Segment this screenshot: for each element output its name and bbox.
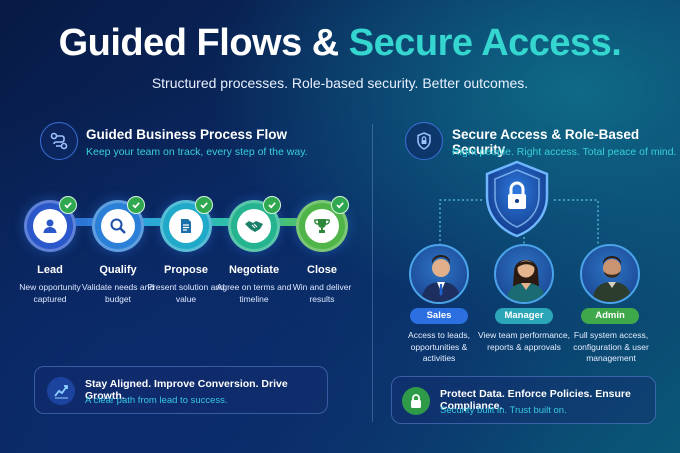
step-label-close: Close xyxy=(307,264,337,276)
flow-icon xyxy=(40,122,78,160)
step-desc-lead: New opportunity captured xyxy=(19,282,81,304)
security-card-title: Protect Data. Enforce Policies. Ensure C… xyxy=(440,388,631,412)
role-desc-admin: Full system access, configuration & user… xyxy=(573,330,649,363)
security-shield-icon xyxy=(485,160,549,238)
section-divider xyxy=(372,124,373,422)
growth-chart-icon xyxy=(47,377,75,405)
step-label-negotiate: Negotiate xyxy=(228,264,280,276)
step-label-qualify: Qualify xyxy=(99,264,137,276)
step-label-lead: Lead xyxy=(37,264,63,276)
role-desc-sales: Access to leads, opportunities & activit… xyxy=(408,330,470,363)
role-badge-admin: Admin xyxy=(581,308,639,324)
security-section-subtitle: Right people. Right access. Total peace … xyxy=(452,146,677,158)
title-accent: Secure Access. xyxy=(348,22,622,64)
trophy-icon xyxy=(314,219,330,233)
role-badge-sales: Sales xyxy=(410,308,468,324)
check-icon xyxy=(195,196,213,214)
step-desc-qualify: Validate needs and budget xyxy=(81,282,155,304)
step-desc-negotiate: Agree on terms and timeline xyxy=(216,282,292,304)
magnifier-icon xyxy=(110,218,126,234)
title-main: Guided Flows & xyxy=(58,22,349,64)
role-desc-manager: View team performance, reports & approva… xyxy=(478,330,570,352)
flow-section-title: Guided Business Process Flow xyxy=(86,127,288,142)
avatar-admin[interactable] xyxy=(580,244,640,304)
security-section-title: Secure Access & Role-Based Security xyxy=(452,127,640,157)
role-connector-lines xyxy=(439,199,599,245)
lock-icon xyxy=(402,387,430,415)
page-title: Guided Flows & Secure Access. xyxy=(0,22,680,65)
flow-summary-card: Stay Aligned. Improve Conversion. Drive … xyxy=(34,366,328,414)
handshake-icon xyxy=(245,221,263,232)
step-desc-close: Win and deliver results xyxy=(292,282,352,304)
role-badge-manager: Manager xyxy=(495,308,553,324)
check-icon xyxy=(263,196,281,214)
shield-lock-icon xyxy=(405,122,443,160)
flow-card-title: Stay Aligned. Improve Conversion. Drive … xyxy=(85,378,288,402)
security-card-subtitle: Security built in. Trust built on. xyxy=(440,405,567,416)
flow-card-subtitle: A clear path from lead to success. xyxy=(85,395,228,406)
person-icon xyxy=(43,219,57,233)
check-icon xyxy=(127,196,145,214)
step-label-propose: Propose xyxy=(163,264,208,276)
avatar-manager[interactable] xyxy=(494,244,554,304)
page-subtitle: Structured processes. Role-based securit… xyxy=(151,75,529,91)
document-icon xyxy=(181,219,191,233)
security-summary-card: Protect Data. Enforce Policies. Ensure C… xyxy=(391,376,656,424)
check-icon xyxy=(59,196,77,214)
avatar-sales[interactable] xyxy=(409,244,469,304)
step-desc-propose: Present solution and value xyxy=(147,282,225,304)
check-icon xyxy=(331,196,349,214)
flow-section-subtitle: Keep your team on track, every step of t… xyxy=(86,146,308,158)
